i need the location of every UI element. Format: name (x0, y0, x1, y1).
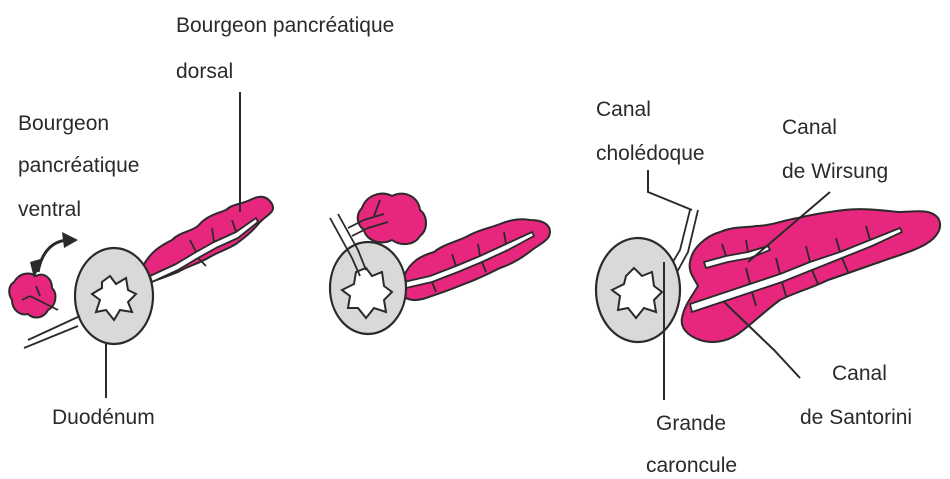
panel-stage-2 (330, 194, 550, 334)
label-dorsal-bud: Bourgeon pancréatique dorsal (176, 14, 400, 83)
label-duodenum: Duodénum (52, 406, 155, 429)
panel-adult: Canal cholédoque Canal de Wirsung Canal … (596, 98, 940, 477)
label-wirsung: Canal de Wirsung (782, 116, 888, 183)
bile-duct-tube-1 (24, 316, 80, 348)
label-caruncle: Grande caroncule (646, 412, 737, 477)
dorsal-bud-shape (140, 197, 273, 282)
leader-bile-duct (648, 170, 692, 210)
rotation-arrow-head (62, 232, 78, 248)
label-santorini: Canal de Santorini (800, 362, 912, 429)
label-ventral-bud: Bourgeon pancréatique ventral (18, 112, 145, 221)
ventral-bud-shape (9, 274, 55, 318)
label-bile-duct: Canal cholédoque (596, 98, 705, 165)
